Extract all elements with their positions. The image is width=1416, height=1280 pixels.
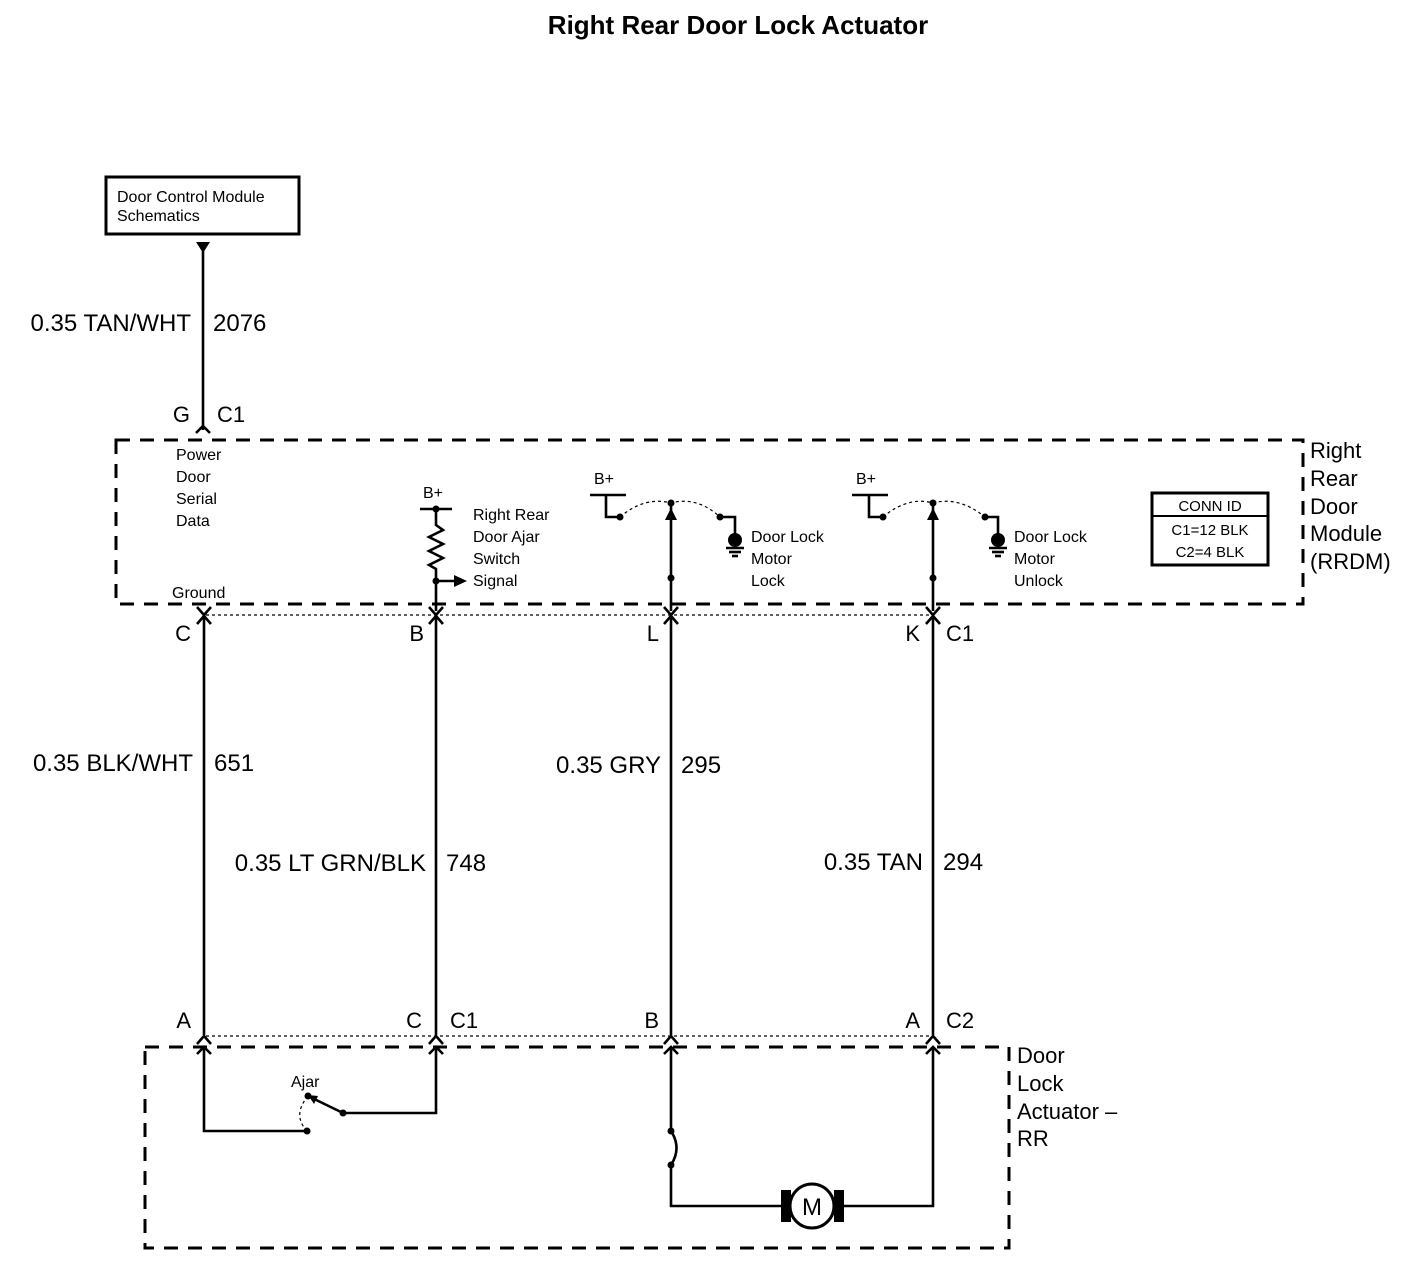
act-terminal-a2 (925, 1034, 941, 1045)
rrdm-label-5: (RRDM) (1310, 549, 1391, 574)
ref-arrow (196, 242, 210, 253)
rrdm-box (114, 438, 1305, 606)
ajar-switch (202, 1049, 438, 1135)
wire-651-spec: 0.35 BLK/WHT (33, 750, 193, 777)
connector-c1-rrdm: C1 (946, 621, 974, 646)
ref-box-line2: Schematics (117, 208, 200, 225)
wire-2076-circuit: 2076 (213, 310, 266, 337)
lock-label-1: Door Lock (751, 529, 825, 546)
conn-id-line1: C1=12 BLK (1171, 522, 1248, 539)
ajar-text: Ajar (291, 1074, 320, 1091)
wire-748-spec: 0.35 LT GRN/BLK (235, 850, 426, 877)
terminal-c-lower (196, 614, 212, 625)
pin-k: K (905, 621, 920, 646)
actuator-label-3: Actuator – (1017, 1099, 1118, 1124)
motor-icon (788, 1182, 836, 1230)
ground-icon-unlock (991, 533, 1005, 547)
b-plus-ajar: B+ (423, 485, 443, 502)
terminal-g (195, 424, 211, 434)
ajar-label-2: Door Ajar (473, 529, 540, 546)
ground-icon-lock (728, 533, 742, 547)
unlock-label-2: Motor (1014, 551, 1056, 568)
wire-294-spec: 0.35 TAN (824, 849, 923, 876)
rrdm-label-4: Module (1310, 521, 1382, 546)
pin-l: L (647, 621, 659, 646)
ajar-label-3: Switch (473, 551, 520, 568)
act-pin-a: A (176, 1008, 191, 1033)
wire-2076-spec: 0.35 TAN/WHT (31, 310, 192, 337)
terminal-l-lower (663, 614, 679, 625)
lock-label-3: Lock (751, 573, 786, 590)
signal-arrow-icon (454, 575, 467, 587)
conn-id-box: CONN ID C1=12 BLK C2=4 BLK (1150, 491, 1270, 567)
door-control-module-ref[interactable]: Door Control Module Schematics (104, 175, 301, 236)
act-terminal-b (663, 1034, 679, 1045)
act-terminal-a2-lower (925, 1045, 941, 1055)
power-label-4: Data (176, 513, 210, 530)
rrdm-label-2: Rear (1310, 466, 1358, 491)
lock-label-2: Motor (751, 551, 793, 568)
rrdm-label-3: Door (1310, 494, 1358, 519)
wire-295-spec: 0.35 GRY (556, 752, 661, 779)
ajar-label-1: Right Rear (473, 507, 550, 524)
ref-box-line1: Door Control Module (117, 189, 265, 206)
lock-relay: B+ (590, 471, 744, 611)
wire-295-circuit: 295 (681, 752, 721, 779)
act-connector-c2: C2 (946, 1008, 974, 1033)
actuator-label-1: Door (1017, 1043, 1065, 1068)
ajar-label-4: Signal (473, 573, 517, 590)
act-pin-b: B (644, 1008, 659, 1033)
unlock-relay: B+ (852, 471, 1007, 611)
b-plus-unlock: B+ (856, 471, 876, 488)
pin-c: C (175, 621, 191, 646)
terminal-b-lower (428, 614, 444, 625)
diagram-title: Right Rear Door Lock Actuator (548, 10, 928, 40)
actuator-box (143, 1045, 1011, 1250)
motor-label: M (802, 1194, 822, 1221)
actuator-label-4: RR (1017, 1126, 1049, 1151)
conn-id-line2: C2=4 BLK (1176, 544, 1245, 561)
wire-651-circuit: 651 (214, 750, 254, 777)
act-pin-c: C (406, 1008, 422, 1033)
act-terminal-b-lower (663, 1045, 679, 1055)
ground-label: Ground (172, 585, 225, 602)
conn-id-title: CONN ID (1178, 498, 1242, 515)
rrdm-label-1: Right (1310, 438, 1361, 463)
act-terminal-c (428, 1034, 444, 1045)
resistor-icon (426, 509, 446, 611)
b-plus-lock: B+ (594, 471, 614, 488)
terminal-k-lower (925, 614, 941, 625)
actuator-label-2: Lock (1017, 1071, 1064, 1096)
power-label-2: Door (176, 469, 211, 486)
pin-g: G (173, 402, 190, 427)
act-terminal-a (196, 1034, 212, 1045)
unlock-label-1: Door Lock (1014, 529, 1088, 546)
pin-b: B (409, 621, 424, 646)
terminal-c (196, 606, 212, 617)
act-connector-c1: C1 (450, 1008, 478, 1033)
power-label-1: Power (176, 447, 222, 464)
connector-c1-top: C1 (217, 402, 245, 427)
act-pin-a2: A (905, 1008, 920, 1033)
wire-748-circuit: 748 (446, 850, 486, 877)
motor-circuit (667, 1049, 935, 1222)
unlock-label-3: Unlock (1014, 573, 1064, 590)
wire-294-circuit: 294 (943, 849, 983, 876)
power-label-3: Serial (176, 491, 217, 508)
